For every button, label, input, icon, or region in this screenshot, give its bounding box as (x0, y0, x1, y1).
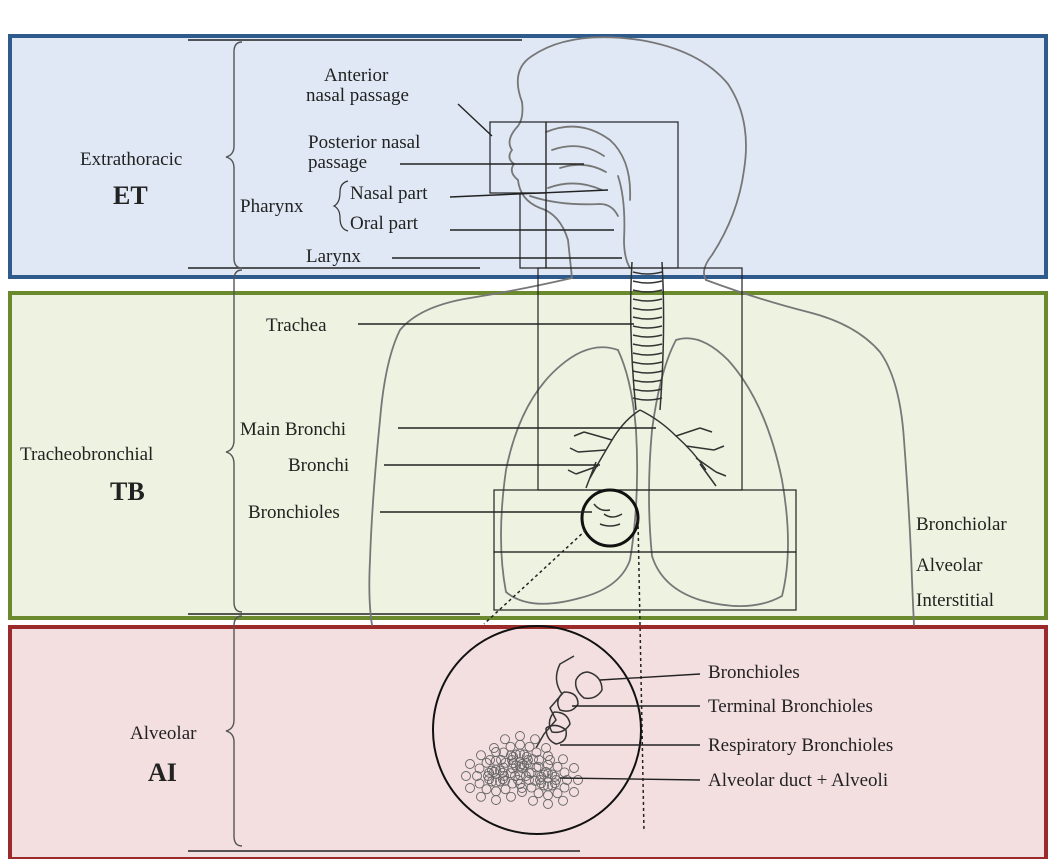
label-bronchiolar: Bronchiolar (916, 514, 1007, 535)
label-anterior-nasal-1: Anterior (324, 65, 389, 86)
label-posterior-nasal-1: Posterior nasal (308, 132, 420, 153)
et-region-abbr: ET (113, 181, 148, 210)
label-inset-terminal: Terminal Bronchioles (708, 696, 873, 717)
label-anterior-nasal-2: nasal passage (306, 85, 409, 106)
label-bronchi: Bronchi (288, 455, 349, 476)
label-larynx: Larynx (306, 246, 361, 267)
label-interstitial: Interstitial (916, 590, 994, 611)
ai-region-abbr: AI (148, 758, 177, 787)
ai-region-name: Alveolar (130, 723, 197, 744)
label-inset-alveolar-duct: Alveolar duct + Alveoli (708, 770, 888, 791)
tb-region-band (10, 293, 1046, 618)
tb-region-name: Tracheobronchial (20, 444, 153, 465)
trachea-ring (633, 281, 662, 283)
label-pharynx: Pharynx (240, 196, 304, 217)
label-main-bronchi: Main Bronchi (240, 419, 346, 440)
label-alveolar-right: Alveolar (916, 555, 983, 576)
label-nasal-part: Nasal part (350, 183, 428, 204)
label-oral-part: Oral part (350, 213, 419, 234)
label-bronchioles: Bronchioles (248, 502, 340, 523)
label-inset-bronchioles: Bronchioles (708, 662, 800, 683)
label-inset-respiratory: Respiratory Bronchioles (708, 735, 893, 756)
label-posterior-nasal-2: passage (308, 152, 367, 173)
et-region-name: Extrathoracic (80, 149, 182, 170)
tb-region-abbr: TB (110, 477, 145, 506)
label-trachea: Trachea (266, 315, 327, 336)
